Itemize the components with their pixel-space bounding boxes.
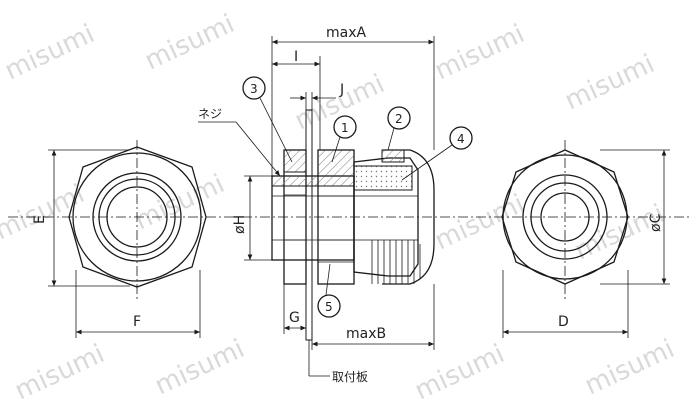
callout-4: 4 bbox=[401, 126, 473, 181]
dim-D-label: D bbox=[558, 314, 569, 330]
svg-text:4: 4 bbox=[457, 132, 465, 146]
bore-circle-right bbox=[540, 192, 590, 242]
watermark-text: misumi bbox=[290, 69, 389, 136]
callout-2: 2 bbox=[387, 106, 411, 151]
dim-J-label: J bbox=[339, 82, 344, 98]
grip-ribs bbox=[371, 240, 421, 284]
dim-H-label: øH bbox=[232, 215, 248, 234]
thread-label: ネジ bbox=[198, 107, 222, 121]
mounting-plate bbox=[305, 109, 313, 341]
svg-text:3: 3 bbox=[250, 82, 258, 96]
dim-F-label: F bbox=[133, 314, 141, 330]
svg-text:5: 5 bbox=[325, 300, 333, 314]
bore-inner-circle bbox=[106, 186, 168, 248]
dim-I-label: I bbox=[294, 49, 298, 65]
side-section-view: øH maxA I J G maxB ネジ 取付板 bbox=[198, 25, 473, 384]
watermark-text: misumi bbox=[140, 9, 239, 76]
dim-G-label: G bbox=[289, 310, 300, 326]
watermark-layer: misumi misumi misumi misumi misumi misum… bbox=[0, 9, 679, 406]
svg-text:1: 1 bbox=[341, 121, 349, 135]
callout-5: 5 bbox=[317, 263, 341, 318]
watermark-text: misumi bbox=[430, 189, 529, 256]
callout-3: 3 bbox=[242, 76, 293, 163]
callout-1: 1 bbox=[331, 115, 357, 163]
watermark-text: misumi bbox=[580, 334, 679, 401]
svg-text:2: 2 bbox=[395, 112, 403, 126]
watermark-text: misumi bbox=[410, 339, 509, 406]
watermark-text: misumi bbox=[0, 19, 99, 86]
dim-maxA-label: maxA bbox=[326, 25, 367, 41]
mid-circle-right bbox=[522, 174, 608, 260]
dim-E-label: E bbox=[32, 215, 48, 224]
watermark-text: misumi bbox=[430, 19, 529, 86]
watermark-text: misumi bbox=[560, 49, 659, 116]
dim-C-label: øC bbox=[648, 213, 664, 232]
right-back-view: øC D bbox=[501, 140, 670, 338]
cap-nut bbox=[382, 149, 435, 285]
watermark-text: misumi bbox=[150, 334, 249, 401]
dim-maxB-label: maxB bbox=[346, 326, 386, 342]
watermark-text: misumi bbox=[10, 339, 109, 406]
plate-label: 取付板 bbox=[332, 370, 368, 384]
left-front-view: E F bbox=[32, 140, 207, 338]
seal-insert bbox=[353, 165, 413, 191]
